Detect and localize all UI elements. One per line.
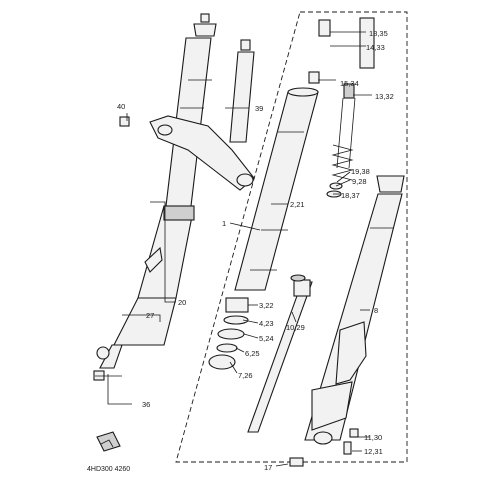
callout-40: 40 xyxy=(117,102,125,111)
fasteners xyxy=(289,428,359,467)
fork-spring xyxy=(326,97,356,198)
leader-lines xyxy=(95,31,372,467)
callout-17: 17 xyxy=(264,463,272,472)
callout-11-30: 11,30 xyxy=(364,433,382,442)
callout-2-21: 2,21 xyxy=(290,200,305,209)
callout-18-35: 18,35 xyxy=(369,29,388,38)
callout-4-23: 4,23 xyxy=(259,319,274,328)
callout-20: 20 xyxy=(178,298,186,307)
seal-stack xyxy=(208,297,249,370)
callout-9-28: 9,28 xyxy=(352,177,367,186)
top-plug-parts xyxy=(308,17,375,99)
callout-1: 1 xyxy=(222,219,226,228)
callout-labels: 18,35 14,33 15,34 13,32 40 39 19,38 9,28… xyxy=(117,29,394,472)
callout-19-38: 19,38 xyxy=(351,167,370,176)
callout-6-25: 6,25 xyxy=(245,349,260,358)
diagram-code: 4HD300 4260 xyxy=(87,466,130,473)
callout-5-24: 5,24 xyxy=(259,334,274,343)
callout-39: 39 xyxy=(255,104,263,113)
callout-7-26: 7,26 xyxy=(238,371,253,380)
damper-rod xyxy=(247,274,313,433)
callout-18-37: 18,37 xyxy=(341,191,360,200)
assembly-boundary xyxy=(175,11,408,463)
inner-tube xyxy=(234,87,319,291)
triple-clamp xyxy=(119,39,255,191)
callout-14-33: 14,33 xyxy=(366,43,385,52)
callout-27: 27 xyxy=(146,311,154,320)
callout-13-32: 13,32 xyxy=(375,92,394,101)
callout-10-29: 10,29 xyxy=(286,323,305,332)
callout-12-31: 12,31 xyxy=(364,447,383,456)
callout-8: 8 xyxy=(374,306,378,315)
outer-tube xyxy=(304,175,405,445)
left-fork-assembly xyxy=(93,13,217,381)
callout-15-34: 15,34 xyxy=(340,79,359,88)
clip-icon xyxy=(96,431,121,452)
callout-3-22: 3,22 xyxy=(259,301,274,310)
callout-36: 36 xyxy=(142,400,150,409)
